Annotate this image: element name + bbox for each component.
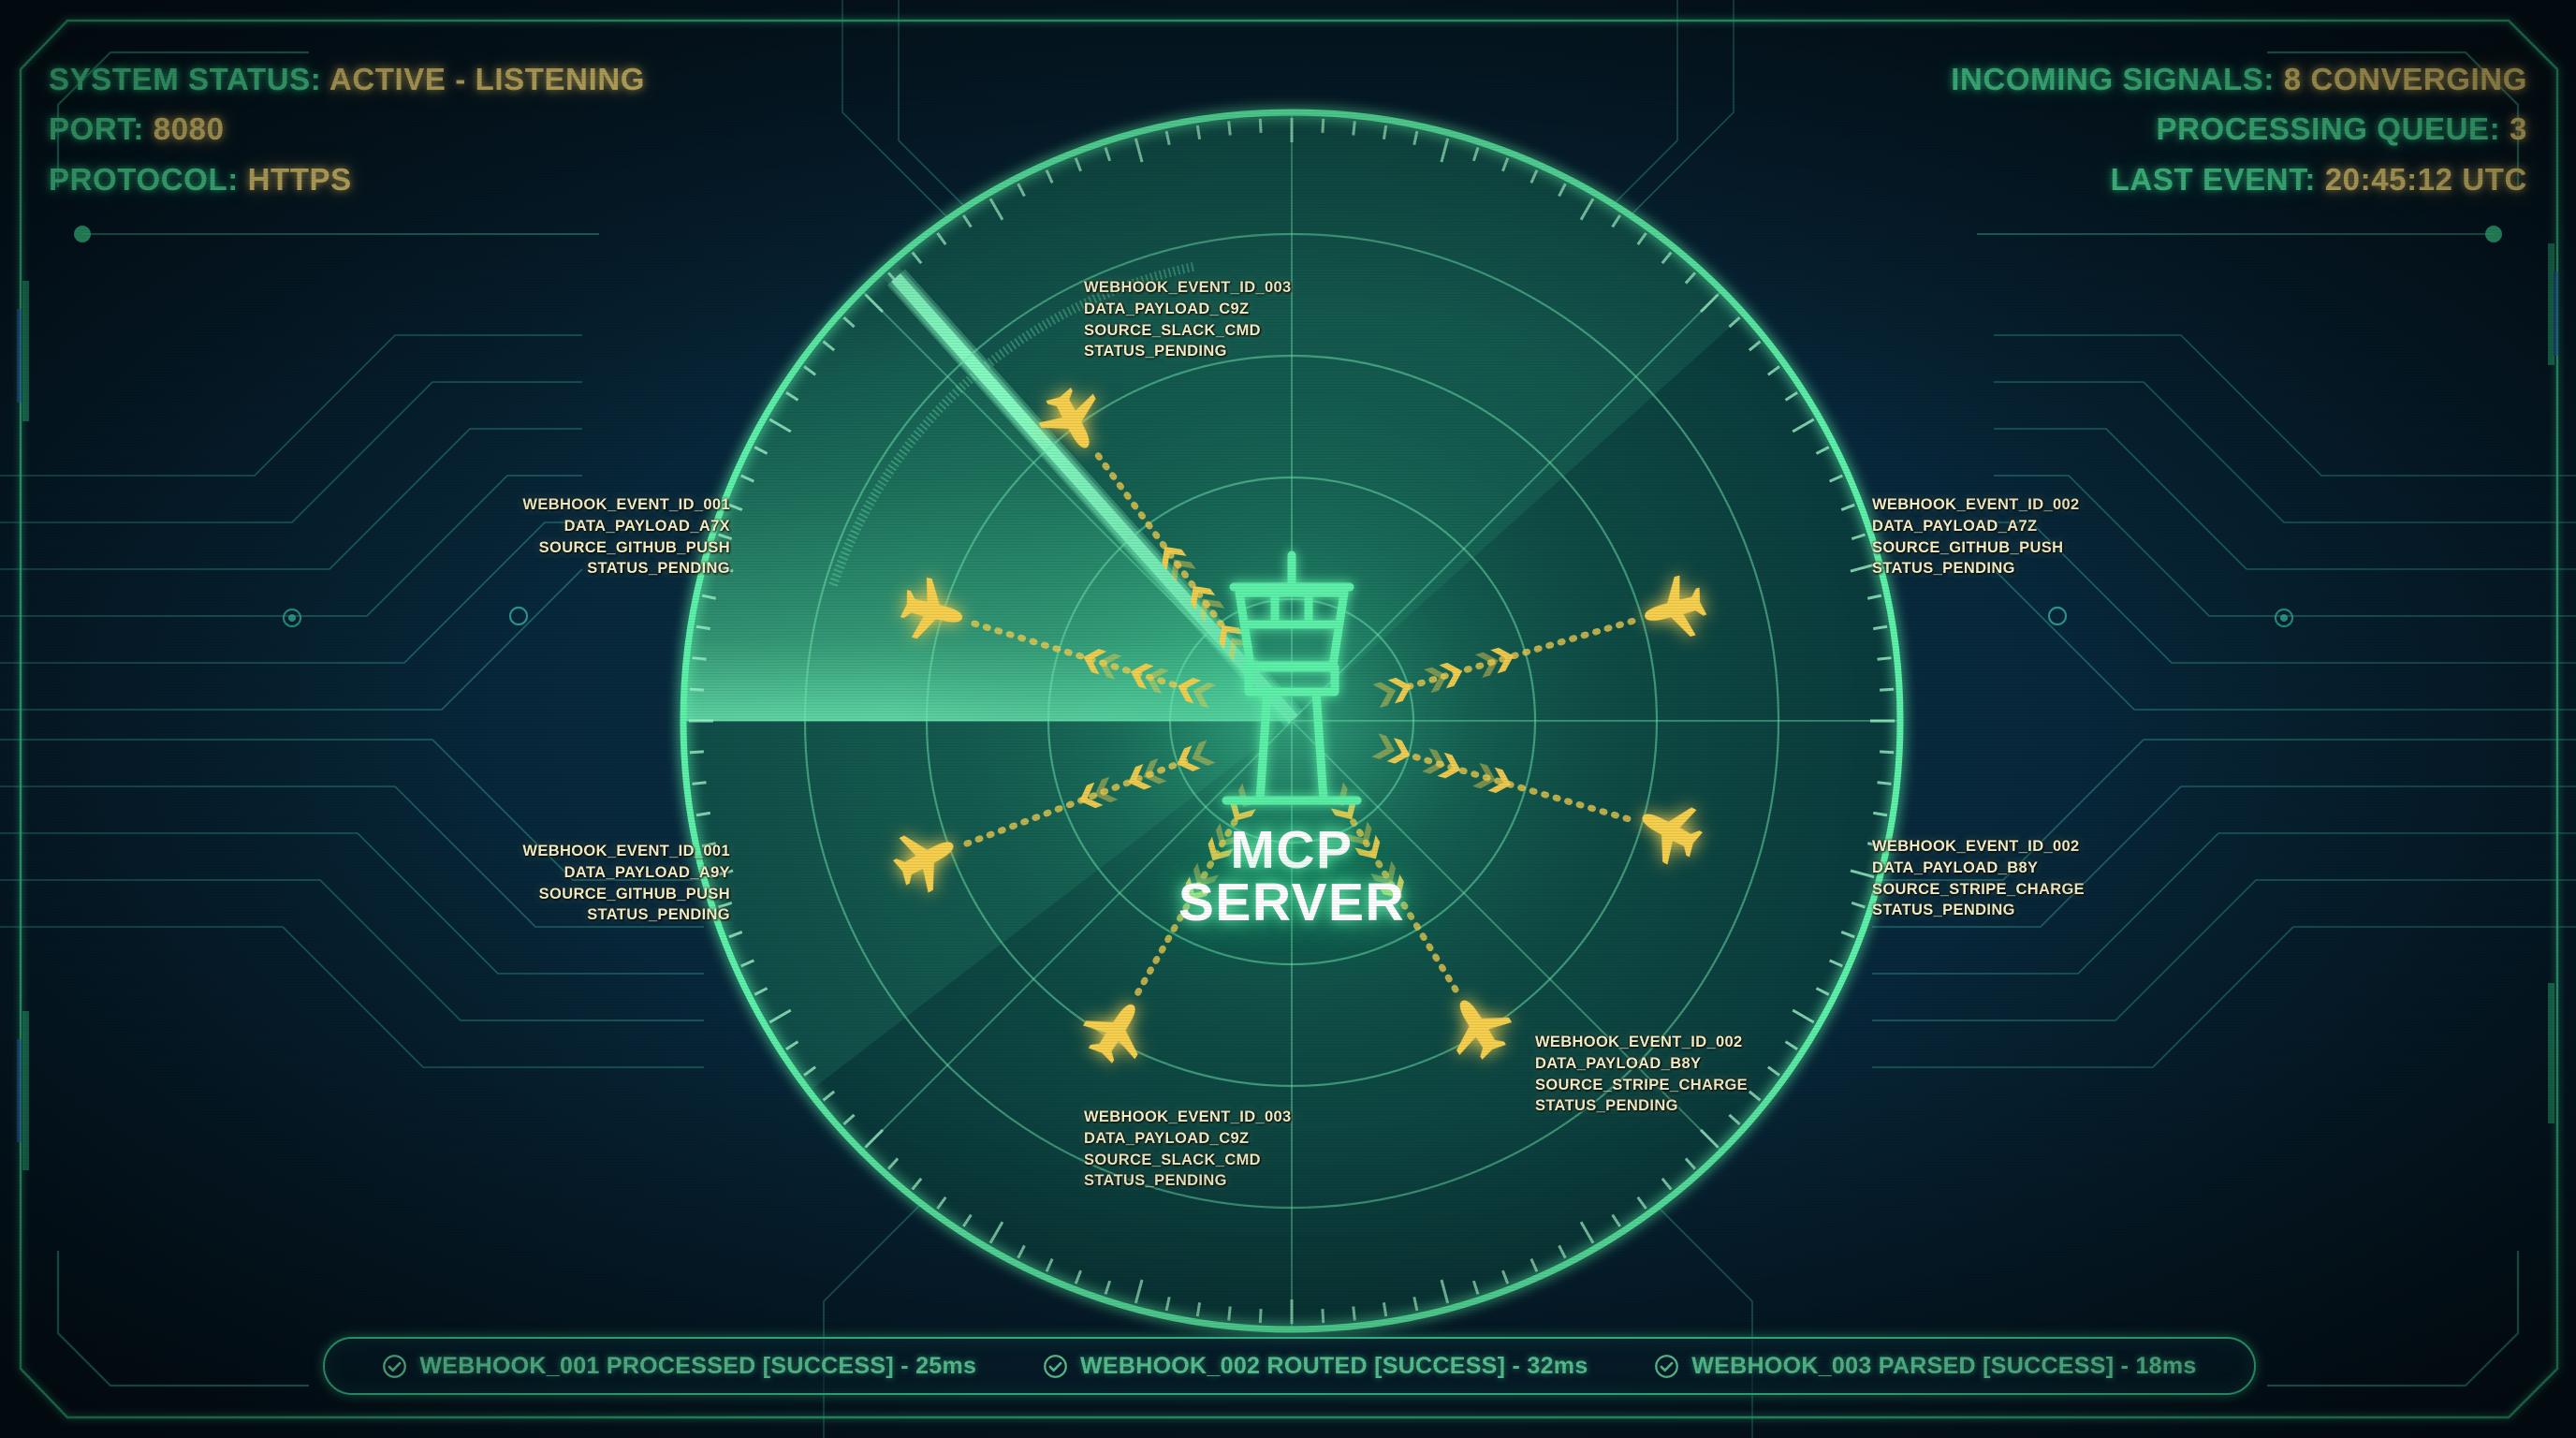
system-status-value: ACTIVE - LISTENING xyxy=(329,62,646,96)
last-event-value: 20:45:12 UTC xyxy=(2324,161,2527,197)
processing-queue-line: PROCESSING QUEUE: 3 xyxy=(1951,104,2527,154)
radar-display[interactable] xyxy=(669,98,1914,1343)
last-event-line: LAST EVENT: 20:45:12 UTC xyxy=(1951,154,2527,204)
port-label: PORT: xyxy=(49,111,144,147)
log-item[interactable]: WEBHOOK_003 PARSED [SUCCESS] - 18ms xyxy=(1654,1353,2196,1380)
protocol-line: PROTOCOL: HTTPS xyxy=(49,154,645,204)
port-value: 8080 xyxy=(153,111,225,147)
event-log-bar: WEBHOOK_001 PROCESSED [SUCCESS] - 25ms W… xyxy=(323,1337,2256,1395)
incoming-signals-line: INCOMING SIGNALS: 8 CONVERGING xyxy=(1951,54,2527,104)
incoming-signals-value: 8 CONVERGING xyxy=(2283,62,2527,96)
check-circle-icon xyxy=(383,1354,407,1378)
log-item-text: WEBHOOK_001 PROCESSED [SUCCESS] - 25ms xyxy=(419,1352,977,1379)
log-item-text: WEBHOOK_003 PARSED [SUCCESS] - 18ms xyxy=(1691,1352,2197,1379)
last-event-label: LAST EVENT: xyxy=(2110,161,2316,197)
system-status-line: SYSTEM STATUS: ACTIVE - LISTENING xyxy=(49,54,645,104)
processing-queue-value: 3 xyxy=(2510,111,2527,147)
port-line: PORT: 8080 xyxy=(49,104,645,154)
log-item[interactable]: WEBHOOK_001 PROCESSED [SUCCESS] - 25ms xyxy=(382,1353,976,1380)
signal-metrics-panel: INCOMING SIGNALS: 8 CONVERGING PROCESSIN… xyxy=(1951,54,2527,204)
system-status-panel: SYSTEM STATUS: ACTIVE - LISTENING PORT: … xyxy=(49,54,645,204)
check-circle-icon xyxy=(1044,1354,1067,1378)
log-item-text: WEBHOOK_002 ROUTED [SUCCESS] - 32ms xyxy=(1079,1352,1588,1379)
processing-queue-label: PROCESSING QUEUE: xyxy=(2156,111,2501,147)
check-circle-icon xyxy=(1655,1354,1679,1378)
system-status-label: SYSTEM STATUS: xyxy=(49,62,322,96)
incoming-signals-label: INCOMING SIGNALS: xyxy=(1951,62,2275,96)
log-item[interactable]: WEBHOOK_002 ROUTED [SUCCESS] - 32ms xyxy=(1043,1353,1588,1380)
protocol-label: PROTOCOL: xyxy=(49,161,239,197)
protocol-value: HTTPS xyxy=(247,161,352,197)
